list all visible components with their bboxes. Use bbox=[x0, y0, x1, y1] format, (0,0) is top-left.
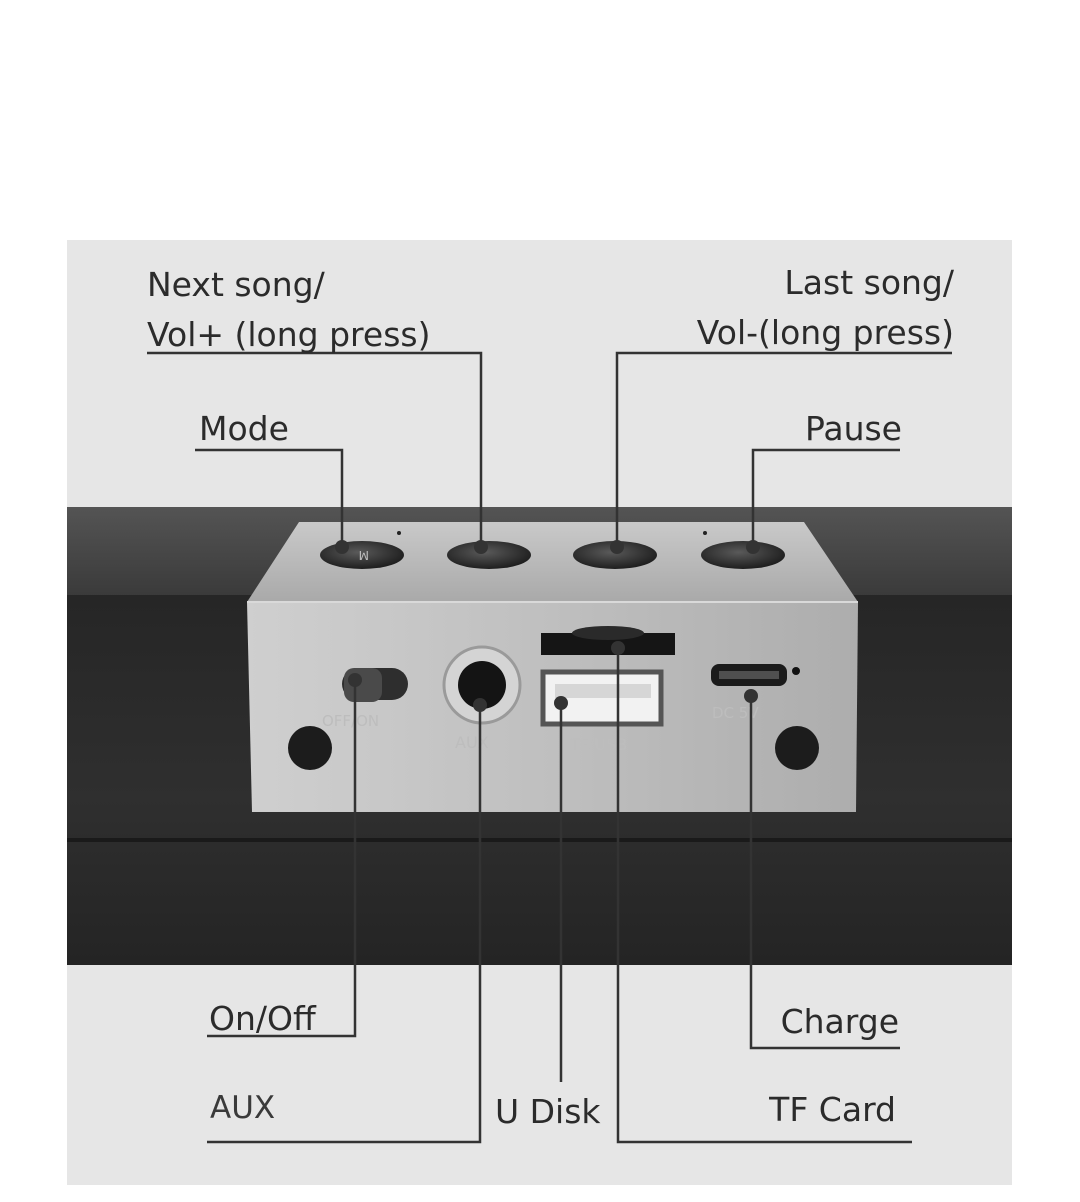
label-vol-up: Vol+ (long press) bbox=[147, 315, 431, 354]
button-m-marking: M bbox=[359, 548, 369, 562]
label-aux: AUX bbox=[210, 1090, 276, 1126]
prev-button bbox=[573, 541, 657, 569]
tf-slot bbox=[541, 633, 675, 655]
leader-lines bbox=[147, 351, 952, 1144]
dc-marking: DC 5V bbox=[712, 704, 759, 722]
pause-button bbox=[701, 541, 785, 569]
switch-marking: OFF/ON bbox=[322, 712, 379, 730]
label-vol-down: Vol-(long press) bbox=[696, 313, 954, 352]
label-next-song: Next song/ bbox=[147, 265, 325, 304]
label-tf-card: TF Card bbox=[769, 1090, 896, 1129]
label-pause: Pause bbox=[804, 409, 902, 448]
label-mode: Mode bbox=[199, 409, 289, 448]
product-photo: M OFF/ON AUX TF/USB DC 5V bbox=[67, 240, 1012, 1185]
aux-jack bbox=[458, 661, 506, 709]
label-last-song: Last song/ bbox=[784, 263, 954, 302]
front-ports: OFF/ON AUX TF/USB DC 5V bbox=[288, 626, 819, 770]
label-u-disk: U Disk bbox=[495, 1092, 601, 1131]
label-on-off: On/Off bbox=[209, 999, 316, 1038]
screw-right bbox=[775, 726, 819, 770]
usb-marking: TF/USB bbox=[569, 735, 627, 754]
screw-left bbox=[288, 726, 332, 770]
aux-marking: AUX bbox=[455, 733, 489, 752]
next-button bbox=[447, 541, 531, 569]
speaker-illustration: M OFF/ON AUX TF/USB DC 5V bbox=[67, 351, 1012, 1144]
leader-dots bbox=[335, 540, 760, 712]
label-charge: Charge bbox=[780, 1002, 899, 1041]
